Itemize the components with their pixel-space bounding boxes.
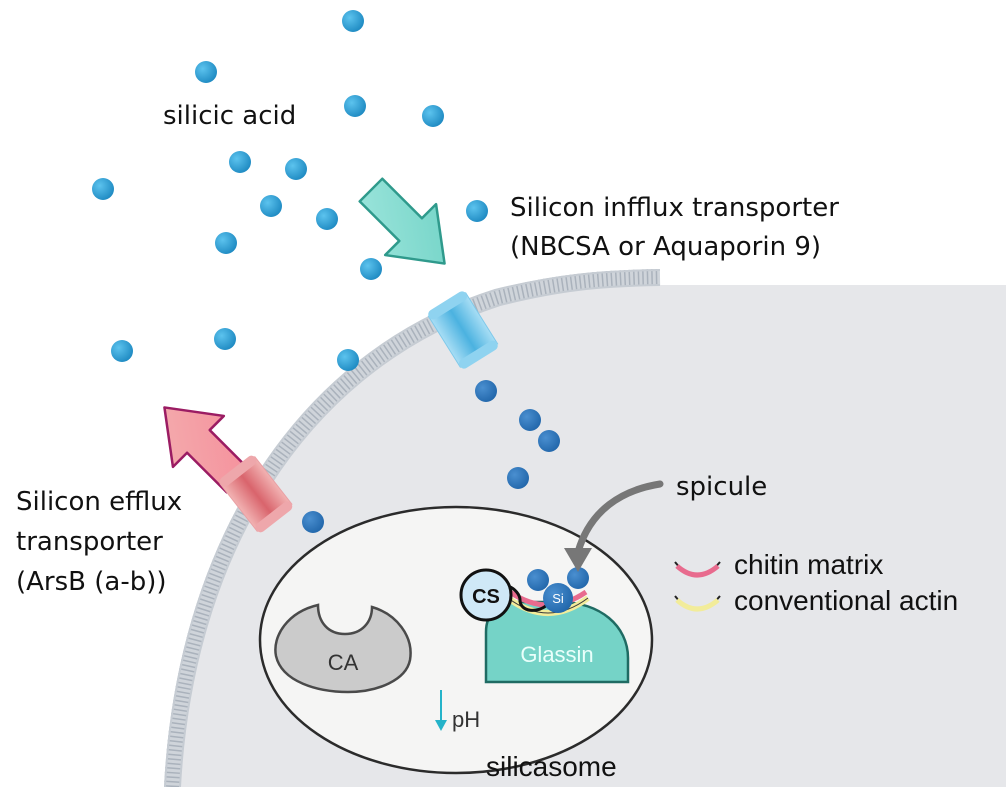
- si-cluster: [527, 567, 589, 613]
- actin-layer-outline: [507, 597, 589, 614]
- influx-transporter: [427, 291, 499, 369]
- ca-label: CA: [328, 650, 359, 675]
- spicule-label: spicule: [676, 472, 768, 502]
- efflux-transporter-label-line1: Silicon efflux: [16, 487, 183, 517]
- cs-label: CS: [472, 586, 500, 608]
- silicic-acid-label: silicic acid: [163, 101, 297, 131]
- influx-arrow: [358, 177, 446, 265]
- ph-label: pH: [452, 707, 480, 732]
- ca-enzyme: [274, 603, 412, 694]
- efflux-arrow: [163, 406, 251, 494]
- chitin-matrix-label: chitin matrix: [734, 549, 884, 580]
- efflux-transporter-label-line3: (ArsB (a-b)): [16, 567, 167, 597]
- conventional-actin-label: conventional actin: [734, 585, 959, 616]
- down-arrow-icon: [435, 690, 447, 731]
- efflux-transporter-label-line2: transporter: [16, 527, 163, 557]
- curved-arrow-icon: [564, 480, 664, 572]
- cs-protein: [459, 568, 550, 622]
- silicic-acid-molecules: [92, 10, 488, 371]
- silicasome-label: silicasome: [486, 751, 617, 782]
- chitin-matrix-legend-icon: [674, 561, 721, 578]
- influx-transporter-label-line1: Silicon infflux transporter: [510, 193, 839, 223]
- si-label: Si: [552, 591, 564, 606]
- conventional-actin-legend-icon: [674, 595, 721, 612]
- cell-membrane: [164, 269, 661, 787]
- influx-transporter-label-line2: (NBCSA or Aquaporin 9): [510, 232, 822, 262]
- efflux-transporter: [219, 455, 293, 533]
- glassin-label: Glassin: [520, 642, 593, 667]
- silicasome-vesicle: [258, 505, 654, 775]
